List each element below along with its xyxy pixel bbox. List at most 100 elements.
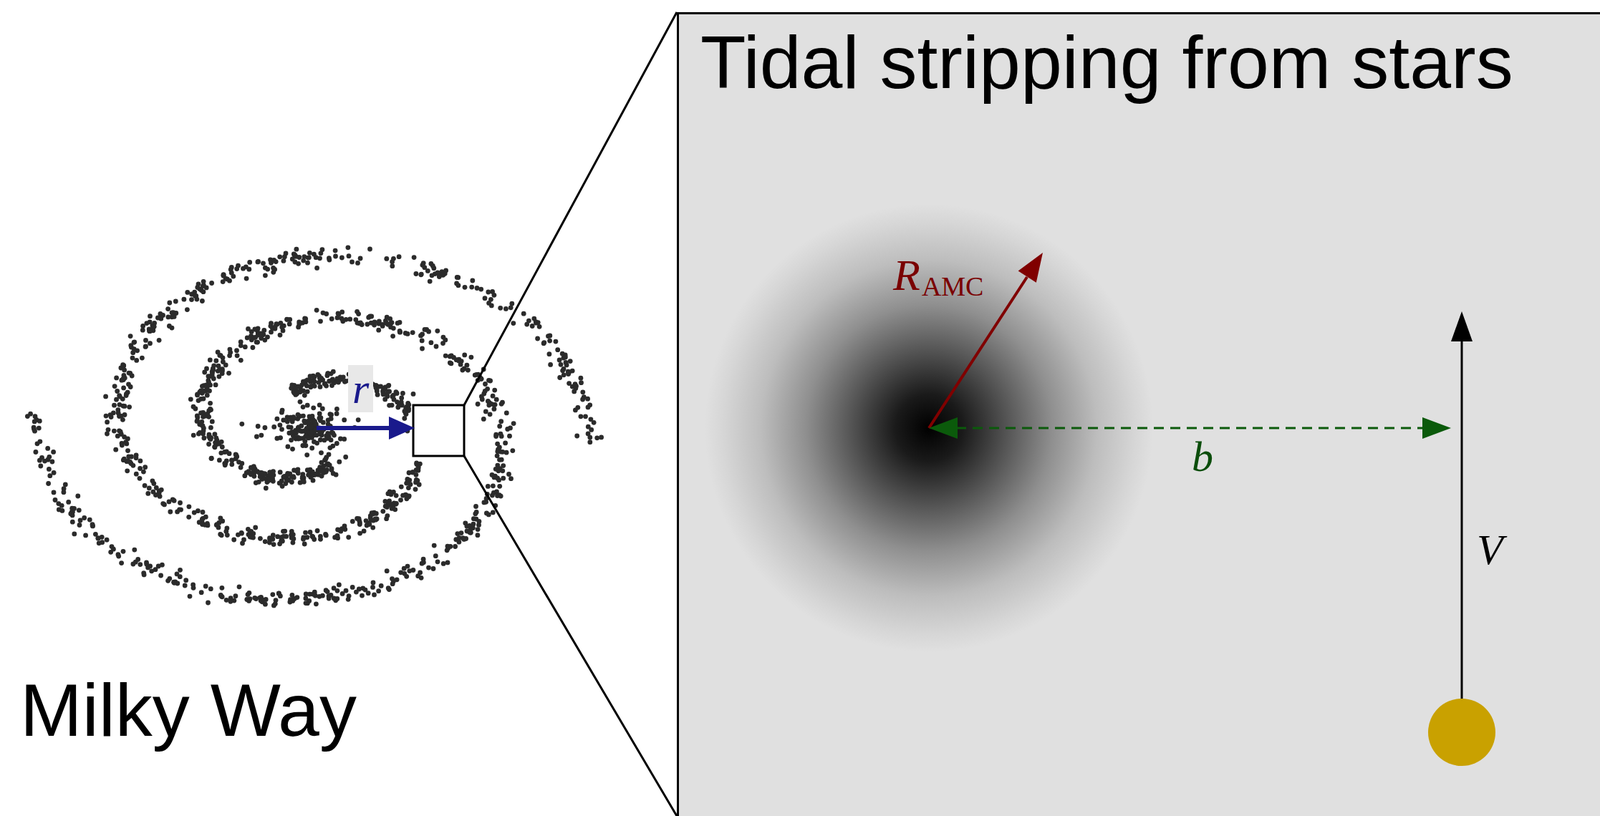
galaxy-dot [121, 376, 127, 382]
panel-ground [676, 12, 1600, 816]
galaxy-dot [173, 299, 179, 305]
galaxy-dot [325, 371, 331, 377]
galaxy-dot [211, 444, 218, 450]
galaxy-dot [204, 285, 210, 291]
galaxy-dot [285, 419, 291, 425]
galaxy-dot [68, 511, 74, 517]
galaxy-dot [224, 598, 230, 604]
galaxy-dot [204, 382, 210, 388]
galaxy-dot [547, 333, 553, 339]
galaxy-dot [489, 472, 495, 478]
galaxy-dot [293, 389, 299, 395]
galaxy-dot [497, 484, 503, 490]
galaxy-dot [507, 434, 513, 440]
galaxy-dot [208, 586, 214, 592]
galaxy-dot [244, 335, 250, 341]
galaxy-dot [272, 324, 278, 330]
galaxy-dot [116, 411, 122, 417]
galaxy-dot [194, 418, 200, 424]
galaxy-dot [147, 340, 153, 346]
galaxy-dot [156, 338, 162, 344]
galaxy-dot [255, 423, 261, 430]
galaxy-dot [270, 476, 276, 482]
galaxy-dot [141, 469, 147, 475]
galaxy-dot [193, 293, 199, 299]
galaxy-dot [497, 423, 503, 430]
galaxy-dot [145, 491, 151, 497]
galaxy-dot [245, 592, 251, 598]
star [1428, 699, 1496, 767]
galaxy-dot [535, 336, 541, 342]
galaxy-dot [71, 532, 77, 538]
galaxy-dot [309, 429, 315, 435]
galaxy-dot [319, 474, 325, 480]
galaxy-dot [143, 338, 149, 344]
galaxy-dot [60, 508, 66, 514]
galaxy-dot [474, 285, 480, 291]
galaxy-dot [209, 419, 215, 425]
galaxy-dot [309, 446, 315, 452]
galaxy-dot [52, 497, 59, 503]
galaxy-dot [158, 487, 165, 493]
galaxy-dot [312, 379, 318, 385]
galaxy-dot [529, 323, 536, 329]
galaxy-dot [413, 271, 419, 277]
galaxy-dot [150, 478, 156, 484]
galaxy-dot [345, 244, 351, 250]
galaxy-dot [71, 506, 77, 512]
galaxy-dot [335, 315, 341, 321]
galaxy-dot [317, 468, 324, 474]
galaxy-dot [347, 317, 353, 323]
galaxy-dot [380, 323, 386, 329]
galaxy-dot [578, 413, 584, 419]
galaxy-dot [271, 542, 277, 548]
galaxy-dot [376, 328, 382, 334]
galaxy-dot [462, 285, 468, 291]
galaxy-dot [314, 307, 320, 313]
galaxy-dot [452, 544, 458, 550]
galaxy-dot [375, 392, 381, 398]
galaxy-dot [219, 532, 225, 538]
galaxy-dot [323, 381, 329, 387]
galaxy-dot [454, 531, 460, 537]
galaxy-dot [486, 378, 492, 384]
zoom-line [464, 12, 677, 406]
galaxy-dot [373, 383, 379, 389]
galaxy-dot [386, 585, 392, 591]
galaxy-dot [416, 464, 422, 470]
galaxy-dot [376, 588, 382, 594]
galaxy-dot [262, 338, 268, 344]
galaxy-dot [143, 562, 149, 568]
galaxy-dot [47, 473, 53, 479]
galaxy-dot [238, 358, 244, 364]
galaxy-dot [564, 363, 570, 369]
galaxy-dot [370, 585, 376, 591]
galaxy-dot [421, 260, 427, 266]
galaxy-dot [506, 471, 512, 477]
galaxy-dot [50, 449, 56, 455]
galaxy-dot [492, 402, 498, 408]
galaxy-dot [203, 584, 209, 590]
galaxy-dot [406, 493, 412, 499]
velocity-label: V [1476, 526, 1504, 574]
galaxy-dot [398, 396, 404, 402]
galaxy-dot [290, 540, 296, 546]
galaxy-dot [367, 247, 373, 253]
galaxy-dot [508, 476, 514, 482]
galaxy-dot [290, 474, 296, 480]
galaxy-dot [287, 321, 293, 327]
galaxy-dot [167, 509, 173, 515]
galaxy-dot [239, 531, 245, 537]
galaxy-dot [270, 469, 276, 475]
galaxy-dot [300, 404, 306, 410]
galaxy-dot [131, 463, 137, 469]
galaxy-dot [244, 276, 250, 282]
galaxy-dot [494, 463, 500, 469]
galaxy-dot [287, 597, 293, 603]
galaxy-dot [45, 446, 51, 452]
galaxy-dot [227, 451, 233, 457]
galaxy-dot [389, 403, 395, 409]
galaxy-dot [500, 463, 506, 469]
galaxy-dot [566, 381, 572, 387]
galaxy-dot [277, 593, 283, 599]
